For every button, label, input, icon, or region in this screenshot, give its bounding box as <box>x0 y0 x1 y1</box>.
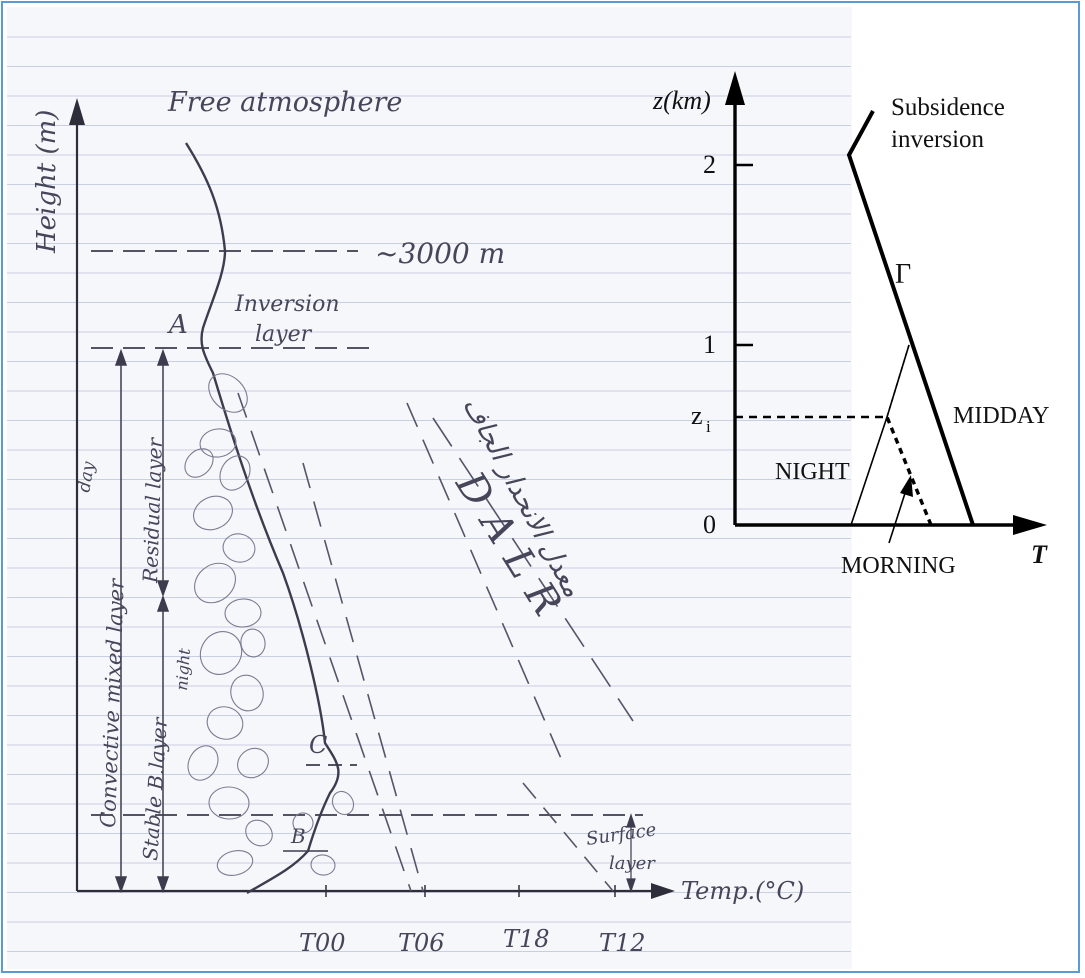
eddy-loop <box>219 455 251 491</box>
residual-layer-arrow <box>156 348 170 598</box>
temperature-axis-arrow-icon <box>651 883 675 899</box>
surface-layer-arrow <box>626 813 636 893</box>
temp-t18-label: T18 <box>503 925 550 953</box>
mixed-layer-arrow <box>114 348 128 894</box>
z-tick-label-0: 0 <box>703 510 716 539</box>
morning-pointer-arrow-icon <box>900 475 913 497</box>
stable-layer-label: Stable B.layer <box>138 715 172 861</box>
eddy-loop <box>194 562 236 604</box>
z-tick-label-zi-subscript: i <box>706 417 711 436</box>
night-profile-line <box>850 344 910 526</box>
temperature-profile-curve <box>184 142 340 895</box>
stable-layer-night-label: night <box>172 647 194 691</box>
eddy-loop <box>216 850 254 876</box>
eddy-loop <box>331 790 355 816</box>
dalr-line-t06 <box>302 462 424 892</box>
night-label: NIGHT <box>775 459 850 485</box>
temperature-ticks <box>325 885 616 897</box>
eddy-loop <box>230 674 264 712</box>
z-axis-arrow-icon <box>725 71 745 105</box>
inversion-label-line2: layer <box>255 322 313 347</box>
temp-t12-label: T12 <box>599 929 646 957</box>
eddy-loop <box>187 745 219 781</box>
t-axis-label: T <box>1031 540 1048 569</box>
eddy-loop <box>208 786 250 820</box>
level-3000m-label: ~3000 m <box>375 237 505 270</box>
dalr-line-t00 <box>237 392 412 892</box>
dalr-line-t12 <box>432 417 634 722</box>
eddy-loop <box>199 428 237 458</box>
stable-layer-arrow <box>156 594 170 894</box>
point-a-label: A <box>167 310 188 340</box>
gamma-label: Γ <box>895 259 911 290</box>
z-tick-label-2: 2 <box>703 150 716 179</box>
eddy-loop <box>237 747 269 779</box>
lined-notebook-paper <box>7 7 852 969</box>
free-atmosphere-label: Free atmosphere <box>167 87 402 118</box>
diurnal-profile-diagram: z(km) T 0 z i 1 2 Subsidence inversion Γ… <box>652 71 1049 579</box>
point-b-label: B <box>290 824 306 848</box>
eddy-loop <box>292 812 314 834</box>
morning-profile-line <box>885 416 933 526</box>
residual-layer-label: Residual layer <box>138 436 167 584</box>
midday-label: MIDDAY <box>953 403 1049 429</box>
eddy-loop <box>199 631 243 675</box>
subsidence-label-line2: inversion <box>891 126 985 153</box>
boundary-layer-sketch: Free atmosphere Height (m) ~3000 m Inver… <box>7 36 851 957</box>
morning-label: MORNING <box>841 553 956 579</box>
morning-pointer-line <box>888 486 908 544</box>
eddy-loop <box>206 706 244 740</box>
z-axis-label: z(km) <box>652 86 711 115</box>
eddy-loop <box>310 854 336 876</box>
point-c-label: C <box>309 731 327 759</box>
surface-layer-label-line2: layer <box>609 853 656 874</box>
eddy-loop <box>208 373 248 413</box>
dalr-line-t18 <box>406 402 564 764</box>
turbulent-eddies <box>184 373 355 876</box>
eddy-loop <box>193 495 233 531</box>
eddy-loop <box>222 533 256 563</box>
eddy-loop <box>184 448 214 478</box>
temp-t06-label: T06 <box>398 929 445 957</box>
subsidence-label-line1: Subsidence <box>891 94 1005 121</box>
temperature-axis-label: Temp.(°C) <box>681 877 804 905</box>
height-axis-arrow-icon <box>69 98 85 125</box>
temp-t00-label: T00 <box>299 929 346 957</box>
notebook-rule-lines <box>7 36 851 952</box>
eddy-loop <box>224 598 262 628</box>
dalr-line-lower <box>522 782 614 892</box>
z-tick-label-zi: z <box>691 401 703 430</box>
eddy-loop <box>245 819 273 847</box>
surface-layer-label-line1: Surface <box>585 819 658 850</box>
midday-profile-line <box>846 110 975 526</box>
inversion-label-line1: Inversion <box>234 292 340 317</box>
height-axis-label: Height (m) <box>32 110 62 254</box>
mixed-layer-label: Convective mixed layer <box>96 577 129 829</box>
t-axis-arrow-icon <box>1013 515 1047 535</box>
eddy-loop <box>240 628 266 658</box>
z-tick-label-1: 1 <box>703 330 716 359</box>
